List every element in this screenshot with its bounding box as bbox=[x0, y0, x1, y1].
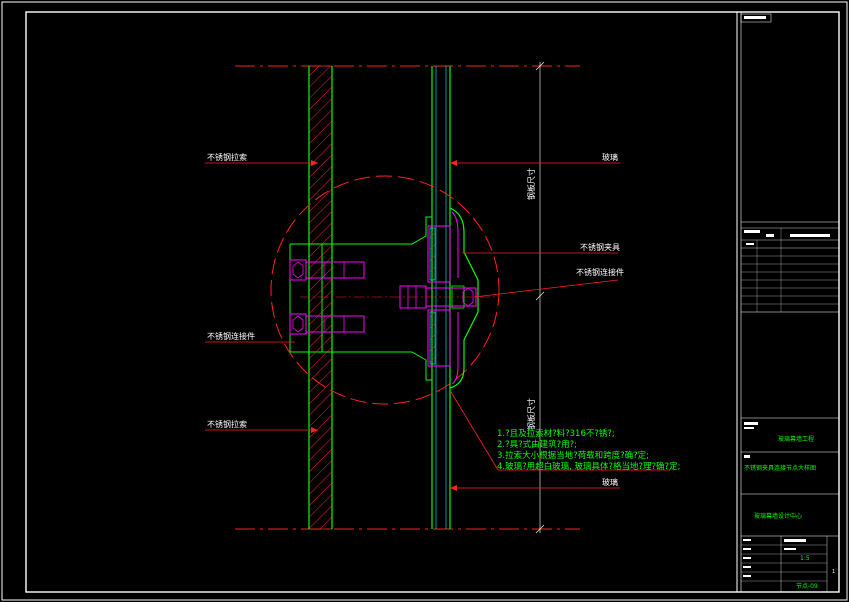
label-stainless-keel-bottom: 不锈钢拉索 bbox=[207, 419, 247, 429]
bolt-lower bbox=[289, 313, 365, 335]
title-block-code: 节点-09 bbox=[796, 582, 818, 590]
label-connector-left: 不锈钢连接件 bbox=[207, 331, 255, 341]
label-connector-right: 不锈钢连接件 bbox=[576, 267, 624, 277]
stainless-keel bbox=[308, 65, 333, 530]
arrowhead-keel-bottom bbox=[311, 427, 318, 433]
label-clamp: 不锈钢夹具 bbox=[580, 242, 620, 252]
notes-block: 1.?且及拉索材?料?316不?锈?; 2.?具?式由建筑?用?; 3.拉索大小… bbox=[497, 428, 680, 472]
leader-lines bbox=[205, 162, 670, 489]
clamp-body bbox=[427, 207, 479, 389]
arrowhead-keel-top bbox=[311, 160, 318, 166]
sheet-inner-frame bbox=[25, 11, 840, 593]
dim-label-top: 钢板尺寸 bbox=[526, 168, 536, 200]
bolt-upper bbox=[289, 259, 365, 281]
title-block-drawing-title: 不锈钢夹具连接节点大样图 bbox=[744, 464, 816, 472]
dimension-line-vertical bbox=[535, 61, 545, 534]
note-line-3: 3.拉索大小根据当地?荷载和跨度?确?定; bbox=[497, 450, 649, 461]
detail-circle bbox=[270, 175, 500, 405]
title-block-company: 玻璃幕墙设计中心 bbox=[754, 512, 802, 520]
label-glass-bottom: 玻璃 bbox=[602, 477, 618, 487]
note-line-4: 4.玻璃?用超白玻璃, 玻璃具体?格当地?理?确?定; bbox=[497, 461, 680, 472]
label-glass-top: 玻璃 bbox=[602, 152, 618, 162]
glass-panel bbox=[431, 66, 451, 529]
arrowhead-glass-top bbox=[450, 160, 457, 166]
note-line-1: 1.?且及拉索材?料?316不?锈?; bbox=[497, 428, 615, 439]
title-block-project: 玻璃幕墙工程 bbox=[778, 435, 814, 443]
arrowhead-glass-bottom bbox=[450, 485, 457, 491]
label-stainless-keel-top: 不锈钢拉索 bbox=[207, 152, 247, 162]
note-line-2: 2.?具?式由建筑?用?; bbox=[497, 439, 577, 450]
title-block-scale: 1:5 bbox=[800, 555, 810, 562]
title-block-sheet: 1 bbox=[832, 569, 835, 575]
title-block: 玻璃幕墙工程 不锈钢夹具连接节点大样图 玻璃幕墙设计中心 1:5 1 节点-09 bbox=[736, 12, 839, 592]
dim-label-bottom: 钢板尺寸 bbox=[526, 398, 536, 430]
